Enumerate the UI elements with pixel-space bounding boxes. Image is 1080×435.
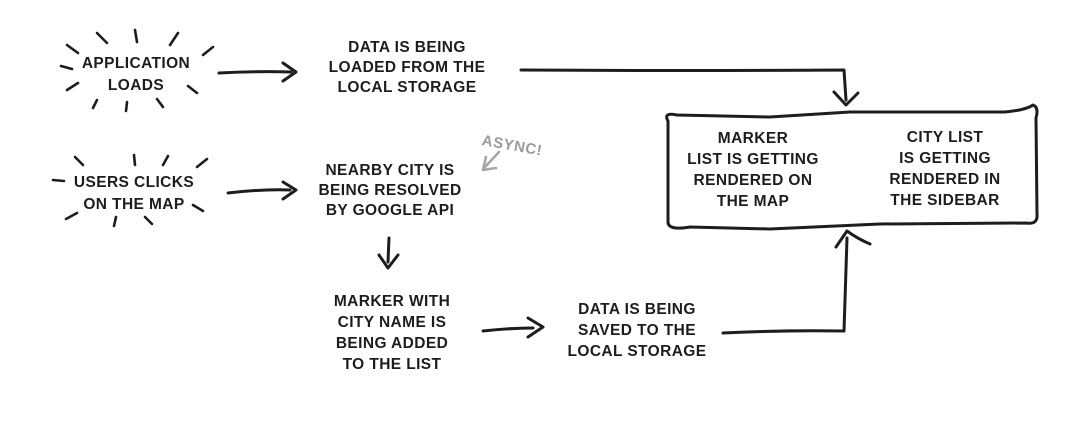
node-nearby-city: NEARBY CITY IS BEING RESOLVED BY GOOGLE …	[318, 162, 462, 219]
async-arrow	[481, 150, 501, 172]
arrow-app-to-dataload	[217, 61, 298, 83]
node-application-loads: APPLICATION LOADS	[81, 55, 191, 94]
connector-saved-to-box	[721, 229, 872, 335]
burst-rays-users-clicks	[51, 153, 209, 228]
render-box-city-list: CITY LIST IS GETTING RENDERED IN THE SID…	[889, 129, 1001, 209]
burst-rays-application-loads	[59, 28, 215, 113]
node-data-saved: DATA IS BEING SAVED TO THE LOCAL STORAGE	[567, 301, 707, 360]
render-box-marker-list: MARKER LIST IS GETTING RENDERED ON THE M…	[687, 130, 819, 210]
arrow-nearby-down	[377, 236, 400, 270]
connector-dataload-to-box	[519, 68, 860, 107]
arrow-users-to-nearby	[226, 180, 298, 201]
node-marker-added: MARKER WITH CITY NAME IS BEING ADDED TO …	[333, 293, 451, 373]
render-box-outline	[665, 103, 1039, 231]
arrow-marker-to-saved	[481, 316, 545, 339]
node-users-clicks: USERS CLICKS ON THE MAP	[73, 174, 195, 213]
node-data-loaded: DATA IS BEING LOADED FROM THE LOCAL STOR…	[328, 39, 486, 96]
